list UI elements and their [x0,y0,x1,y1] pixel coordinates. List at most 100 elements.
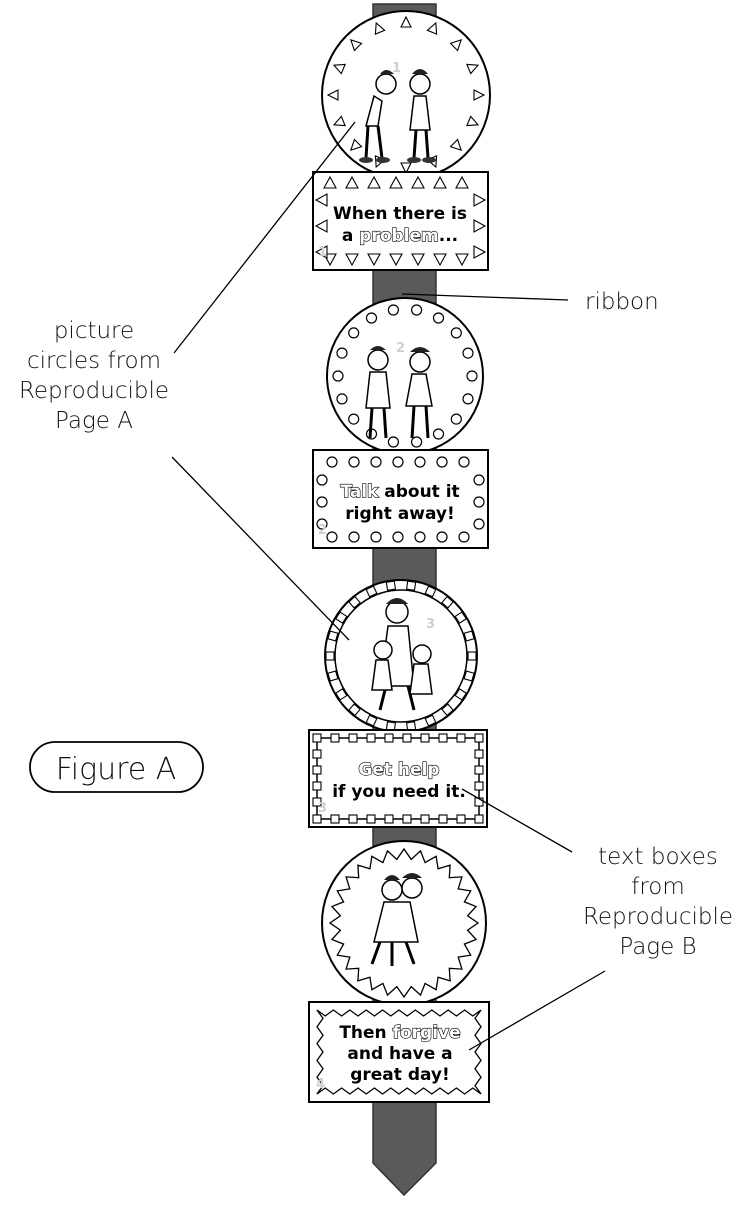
triangle-mark [466,63,480,75]
square-mark [456,814,466,824]
square-mark [420,733,430,743]
label-picture-circles-line-1: picture [54,318,134,344]
square-mark [312,733,322,743]
square-mark [348,733,358,743]
dot-mark [414,531,426,543]
triangle-mark [367,253,381,267]
triangle-mark [473,219,487,233]
triangle-mark [473,193,487,207]
box-number-3: 3 [318,801,327,816]
panel-1-line-2: a problem... [342,226,458,246]
picture-circle-1 [321,10,491,180]
circle-number-1: 1 [392,61,401,76]
label-picture-circles-line-3: Reproducible [19,378,169,404]
dot-mark [316,474,328,486]
square-mark [456,733,466,743]
square-mark [348,814,358,824]
panel-4-line-1: Then forgive [339,1023,460,1043]
dot-mark [370,456,382,468]
square-mark [441,595,454,609]
triangle-mark [455,253,469,267]
dot-mark [332,370,344,382]
square-mark [474,765,484,775]
triangle-mark [389,175,403,189]
label-text-boxes-line-4: Page B [619,934,696,960]
triangle-mark [332,115,346,127]
square-mark [312,797,322,807]
dot-mark [348,531,360,543]
square-mark [441,703,454,717]
dot-mark [336,393,348,405]
dot-mark [411,304,423,316]
box-number-1: 1 [318,245,327,260]
panel-2-line-2: right away! [345,504,455,524]
dot-mark [326,456,338,468]
dot-mark [336,347,348,359]
panel-3-line-2: if you need it. [332,782,466,802]
dot-mark [473,518,485,530]
triangle-mark [449,138,463,152]
triangle-mark [332,63,346,75]
square-mark [424,585,437,598]
triangle-mark [473,245,487,259]
zigzag-line [328,847,480,999]
dot-mark [392,456,404,468]
children-figures-2 [365,346,433,439]
dot-mark [458,456,470,468]
label-text-boxes-line-1: text boxes [598,844,718,870]
dot-mark [450,413,462,425]
triangle-mark [349,138,363,152]
label-ribbon: ribbon [585,289,659,315]
triangle-mark [455,175,469,189]
square-mark [474,781,484,791]
square-mark [474,814,484,824]
square-mark [348,595,361,609]
square-mark [348,703,361,717]
triangle-mark [473,89,486,101]
box-number-4: 4 [316,1077,325,1092]
square-mark [454,688,467,701]
dot-mark [473,496,485,508]
box-number-2: 2 [318,523,327,538]
circles-leader-line-upper [173,121,356,354]
triangle-mark [345,253,359,267]
panel-3-line-1: Get help [358,760,439,780]
square-mark [474,733,484,743]
square-mark [330,814,340,824]
square-mark [312,781,322,791]
dot-mark [392,531,404,543]
square-mark [474,749,484,759]
dot-mark [316,496,328,508]
square-mark [454,611,467,624]
square-mark [312,814,322,824]
triangle-mark [411,175,425,189]
dot-mark [473,474,485,486]
dot-mark [458,531,470,543]
figure-label-frame [29,741,204,793]
square-mark [366,814,376,824]
square-mark [312,765,322,775]
square-mark [366,733,376,743]
panel-4-line-3: great day! [350,1065,450,1085]
dot-mark [466,370,478,382]
triangle-mark [314,245,328,259]
square-mark [325,651,335,661]
textboxes-leader-line-lower [468,970,606,1051]
square-mark [335,611,348,624]
dot-mark [348,456,360,468]
dot-mark [348,413,360,425]
triangle-mark [314,219,328,233]
square-mark [424,714,437,727]
dot-mark [432,312,445,324]
square-mark [312,749,322,759]
dot-mark [414,456,426,468]
dot-mark [316,518,328,530]
figure-label: Figure A [56,752,177,787]
triangle-mark [433,175,447,189]
square-mark [385,580,397,591]
square-mark [467,651,477,661]
label-text-boxes-line-3: Reproducible [583,904,733,930]
